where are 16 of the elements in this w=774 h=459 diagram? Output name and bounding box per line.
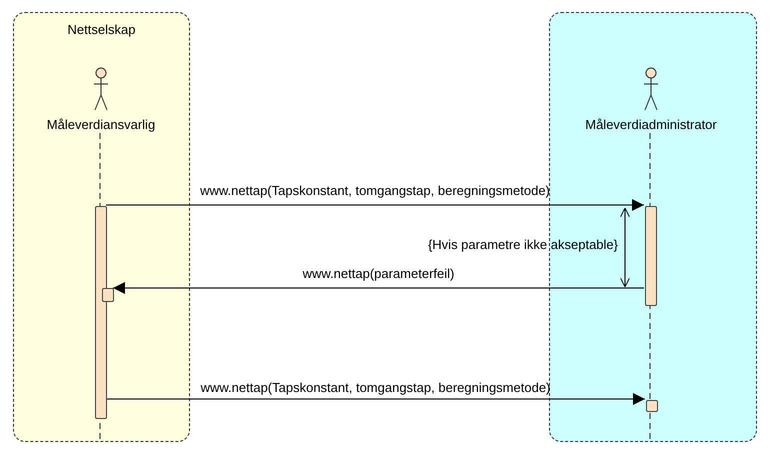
swimlane — [13, 12, 190, 442]
message-arrow — [112, 282, 644, 294]
activation-bar — [95, 206, 107, 419]
message-arrow — [106, 199, 644, 211]
actor-name: Måleverdiansvarlig — [46, 117, 156, 132]
lane-title: Nettselskap — [66, 22, 136, 37]
activation-bar — [646, 400, 658, 412]
condition-note: {Hvis parametre ikke akseptable} — [428, 237, 618, 252]
actor-name: Måleverdiadministrator — [584, 117, 718, 132]
activation-bar — [102, 288, 114, 302]
message-arrow — [106, 393, 646, 405]
swimlane — [549, 12, 757, 442]
edge-label: www.nettap(Tapskonstant, tomgangstap, beregningsmetode) — [200, 380, 552, 395]
edge-label: www.nettap(Tapskonstant, tomgangstap, beregningsmetode) — [199, 183, 551, 198]
activation-bar — [645, 206, 657, 306]
edge-label: www.nettap(parameterfeil) — [302, 266, 456, 281]
